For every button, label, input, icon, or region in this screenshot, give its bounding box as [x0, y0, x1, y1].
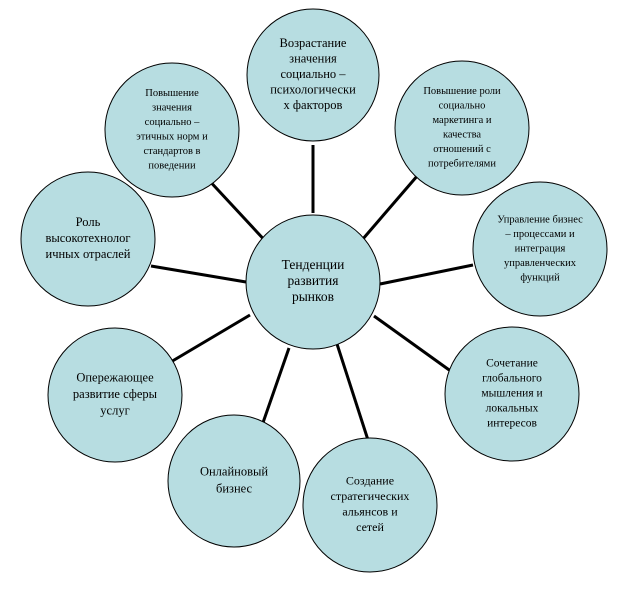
top-left-label-line: Повышение — [145, 88, 199, 99]
bottom-circle — [302, 437, 438, 573]
node-bottom-left: Онлайновый бизнес — [167, 414, 301, 548]
top-left-label-line: стандартов в — [143, 146, 200, 157]
right-label-line: – процессами и — [504, 229, 575, 240]
left-label-line: высокотехнолог — [45, 231, 130, 245]
central-circle — [245, 214, 381, 350]
right-label-line: управленческих — [504, 258, 577, 269]
top-label-line: х факторов — [284, 98, 343, 112]
node-top-right: Повышение роли социально маркетинга и качес… — [394, 60, 530, 196]
right-circle — [472, 181, 608, 317]
connector-bottom — [335, 343, 370, 441]
node-right: Управление бизнес – процессами и интеграци… — [472, 181, 608, 317]
left-lower-label-line: Опережающее — [76, 370, 154, 384]
top-circle — [246, 8, 380, 142]
connector-left — [150, 264, 247, 284]
connector-top-right — [354, 174, 420, 248]
bottom-label-line: альянсов и — [342, 505, 398, 519]
bottom-right-label-line: Сочетание — [486, 358, 538, 370]
top-right-label-line: отношений с — [433, 144, 491, 155]
top-right-label-line: качества — [443, 130, 481, 141]
left-label-line: Роль — [76, 215, 101, 229]
right-label-line: интеграция — [515, 243, 566, 254]
top-right-label-line: Повышение роли — [423, 86, 501, 97]
bottom-left-label-line: Онлайновый — [200, 464, 268, 478]
bottom-label-line: Создание — [346, 474, 394, 488]
bottom-right-circle — [444, 326, 580, 462]
bottom-label-line: стратегических — [331, 489, 410, 503]
left-label-line: ичных отраслей — [46, 247, 131, 261]
right-label-line: Управление бизнес — [497, 214, 583, 225]
top-right-circle — [394, 60, 530, 196]
left-circle — [20, 171, 156, 307]
top-left-label-line: поведении — [148, 161, 196, 172]
connector-top-left — [203, 174, 272, 248]
connectors — [150, 145, 474, 441]
top-right-label-line: маркетинга и — [432, 115, 491, 126]
bottom-right-label-line: интересов — [487, 418, 537, 430]
bottom-right-label-line: мышления и — [481, 388, 542, 400]
bottom-label-line: сетей — [356, 520, 384, 534]
left-lower-label-line: развитие сферы — [73, 387, 158, 401]
top-left-label-line: этичных норм и — [136, 132, 208, 143]
bottom-right-label-line: локальных — [486, 403, 539, 415]
bottom-left-label-line: бизнес — [216, 481, 253, 495]
top-left-label-line: значения — [152, 103, 192, 114]
bottom-left-circle — [167, 414, 301, 548]
central-label-line: Тенденции — [282, 257, 345, 272]
left-lower-label-line: услуг — [100, 403, 129, 417]
central-label-line: рынков — [292, 289, 334, 304]
top-label-line: психологически — [270, 82, 356, 96]
right-label-line: функций — [520, 272, 560, 283]
bottom-right-label-line: глобального — [482, 373, 542, 385]
top-right-label-line: социально — [439, 101, 486, 112]
connector-bottom-right — [373, 314, 453, 374]
top-label-line: Возрастание — [280, 36, 347, 50]
node-bottom-right: Сочетание глобального мышления и локальных и… — [444, 326, 580, 462]
top-left-label-line: социально – — [145, 117, 200, 128]
top-label-line: социально – — [280, 67, 346, 81]
connector-left-lower — [163, 313, 251, 368]
node-top-left: Повышение значения социально – этичных норм… — [104, 62, 240, 198]
top-left-circle — [104, 62, 240, 198]
node-left: Роль высокотехнолог ичных отраслей — [20, 171, 156, 307]
connector-right — [379, 263, 474, 286]
top-label-line: значения — [289, 51, 337, 65]
left-lower-circle — [47, 327, 183, 463]
central-label-line: развития — [287, 273, 338, 288]
node-left-lower: Опережающее развитие сферы услуг — [47, 327, 183, 463]
top-right-label-line: потребителями — [428, 159, 496, 170]
